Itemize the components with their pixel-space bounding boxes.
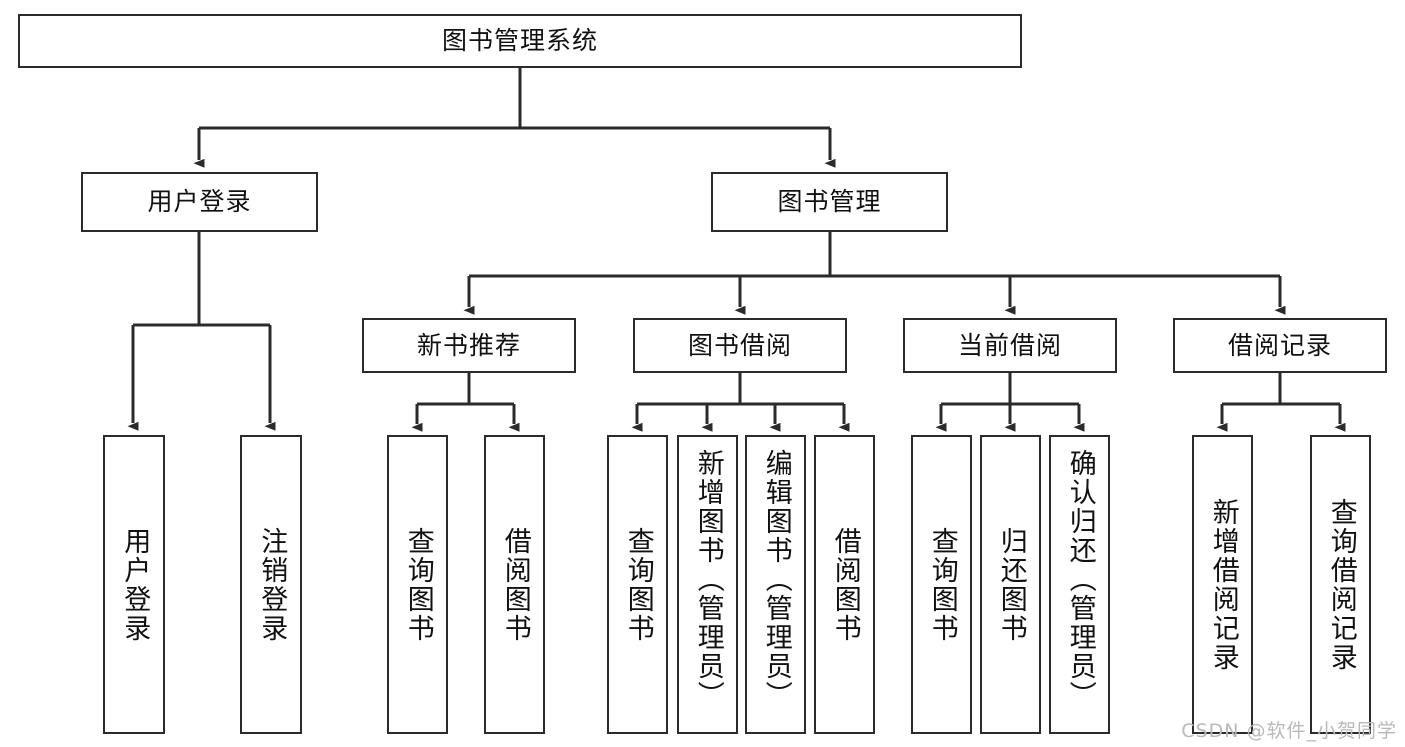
node-label: 查询借阅记录: [1325, 497, 1357, 672]
node-root-book-management-system[interactable]: 图书管理系统: [18, 14, 1022, 68]
node-label: 归还图书: [995, 526, 1027, 643]
node-label: 当前借阅: [957, 330, 1062, 360]
node-leaf-borrow-book[interactable]: 借阅图书: [814, 435, 875, 734]
node-label: 用户登录: [147, 187, 252, 217]
node-label: 图书借阅: [687, 330, 792, 360]
node-book-borrow[interactable]: 图书借阅: [633, 318, 847, 373]
node-label: 图书管理系统: [441, 26, 598, 56]
csdn-watermark: CSDN @软件_小贺同学: [1181, 720, 1397, 742]
node-label: 借阅图书: [829, 526, 861, 643]
node-label: 新增借阅记录: [1207, 497, 1239, 672]
node-label: 新书推荐: [416, 330, 521, 360]
node-leaf-logout[interactable]: 注销登录: [240, 435, 302, 734]
node-leaf-query-borrow-record[interactable]: 查询借阅记录: [1310, 435, 1371, 734]
node-label: 查询图书: [622, 526, 654, 643]
node-label: 注销登录: [256, 526, 288, 643]
node-leaf-query-book-borrow[interactable]: 查询图书: [607, 435, 668, 734]
node-label: 新增图书（管理员）: [692, 449, 724, 710]
node-new-book-recommend[interactable]: 新书推荐: [362, 318, 576, 373]
node-borrow-record[interactable]: 借阅记录: [1173, 318, 1387, 373]
node-label: 确认归还（管理员）: [1064, 449, 1096, 710]
node-label: 用户登录: [119, 526, 151, 643]
node-leaf-add-borrow-record[interactable]: 新增借阅记录: [1192, 435, 1253, 734]
node-leaf-edit-book[interactable]: 编辑图书（管理员）: [745, 435, 806, 734]
node-label: 借阅记录: [1227, 330, 1332, 360]
node-label: 借阅图书: [499, 526, 531, 643]
node-leaf-user-login[interactable]: 用户登录: [103, 435, 165, 734]
node-leaf-confirm-return[interactable]: 确认归还（管理员）: [1049, 435, 1110, 734]
node-current-borrow[interactable]: 当前借阅: [903, 318, 1117, 373]
node-leaf-add-book[interactable]: 新增图书（管理员）: [677, 435, 738, 734]
node-leaf-query-book-current[interactable]: 查询图书: [911, 435, 972, 734]
node-book-management[interactable]: 图书管理: [711, 172, 948, 232]
node-label: 图书管理: [777, 187, 882, 217]
node-leaf-return-book[interactable]: 归还图书: [980, 435, 1041, 734]
node-user-login[interactable]: 用户登录: [81, 172, 318, 232]
node-label: 查询图书: [926, 526, 958, 643]
node-leaf-borrow-book-recommend[interactable]: 借阅图书: [484, 435, 545, 734]
node-label: 查询图书: [402, 526, 434, 643]
node-leaf-query-book-recommend[interactable]: 查询图书: [387, 435, 448, 734]
node-label: 编辑图书（管理员）: [760, 449, 792, 710]
